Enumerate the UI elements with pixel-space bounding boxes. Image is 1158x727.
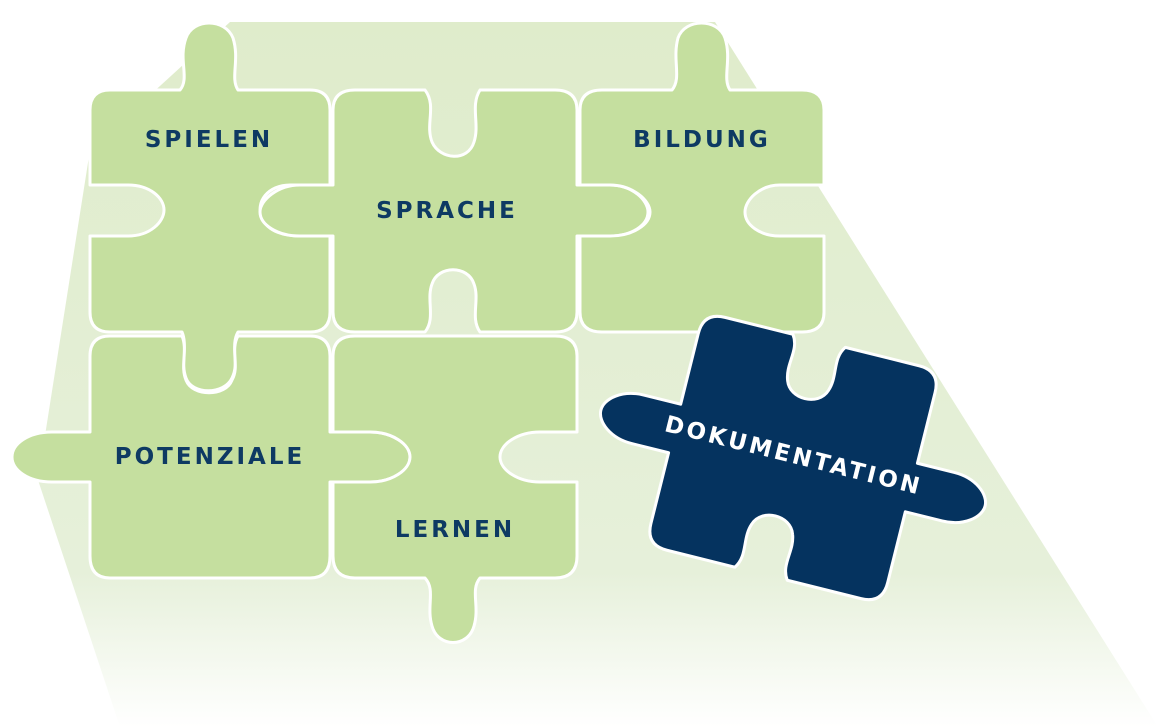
piece-label-spielen: SPIELEN: [145, 127, 273, 153]
puzzle-piece-bildung: BILDUNG: [578, 21, 826, 334]
puzzle-piece-lernen: LERNEN: [331, 334, 579, 644]
puzzle-piece-potenziale: POTENZIALE: [10, 334, 412, 580]
piece-label-sprache: SPRACHE: [376, 198, 518, 224]
piece-label-bildung: BILDUNG: [633, 127, 771, 153]
puzzle-piece-spielen: SPIELEN: [88, 21, 332, 393]
puzzle-piece-dokumentation: DOKUMENTATION: [599, 314, 987, 602]
piece-label-lernen: LERNEN: [395, 517, 515, 543]
puzzle-piece-sprache: SPRACHE: [258, 88, 650, 334]
piece-label-potenziale: POTENZIALE: [115, 444, 305, 470]
